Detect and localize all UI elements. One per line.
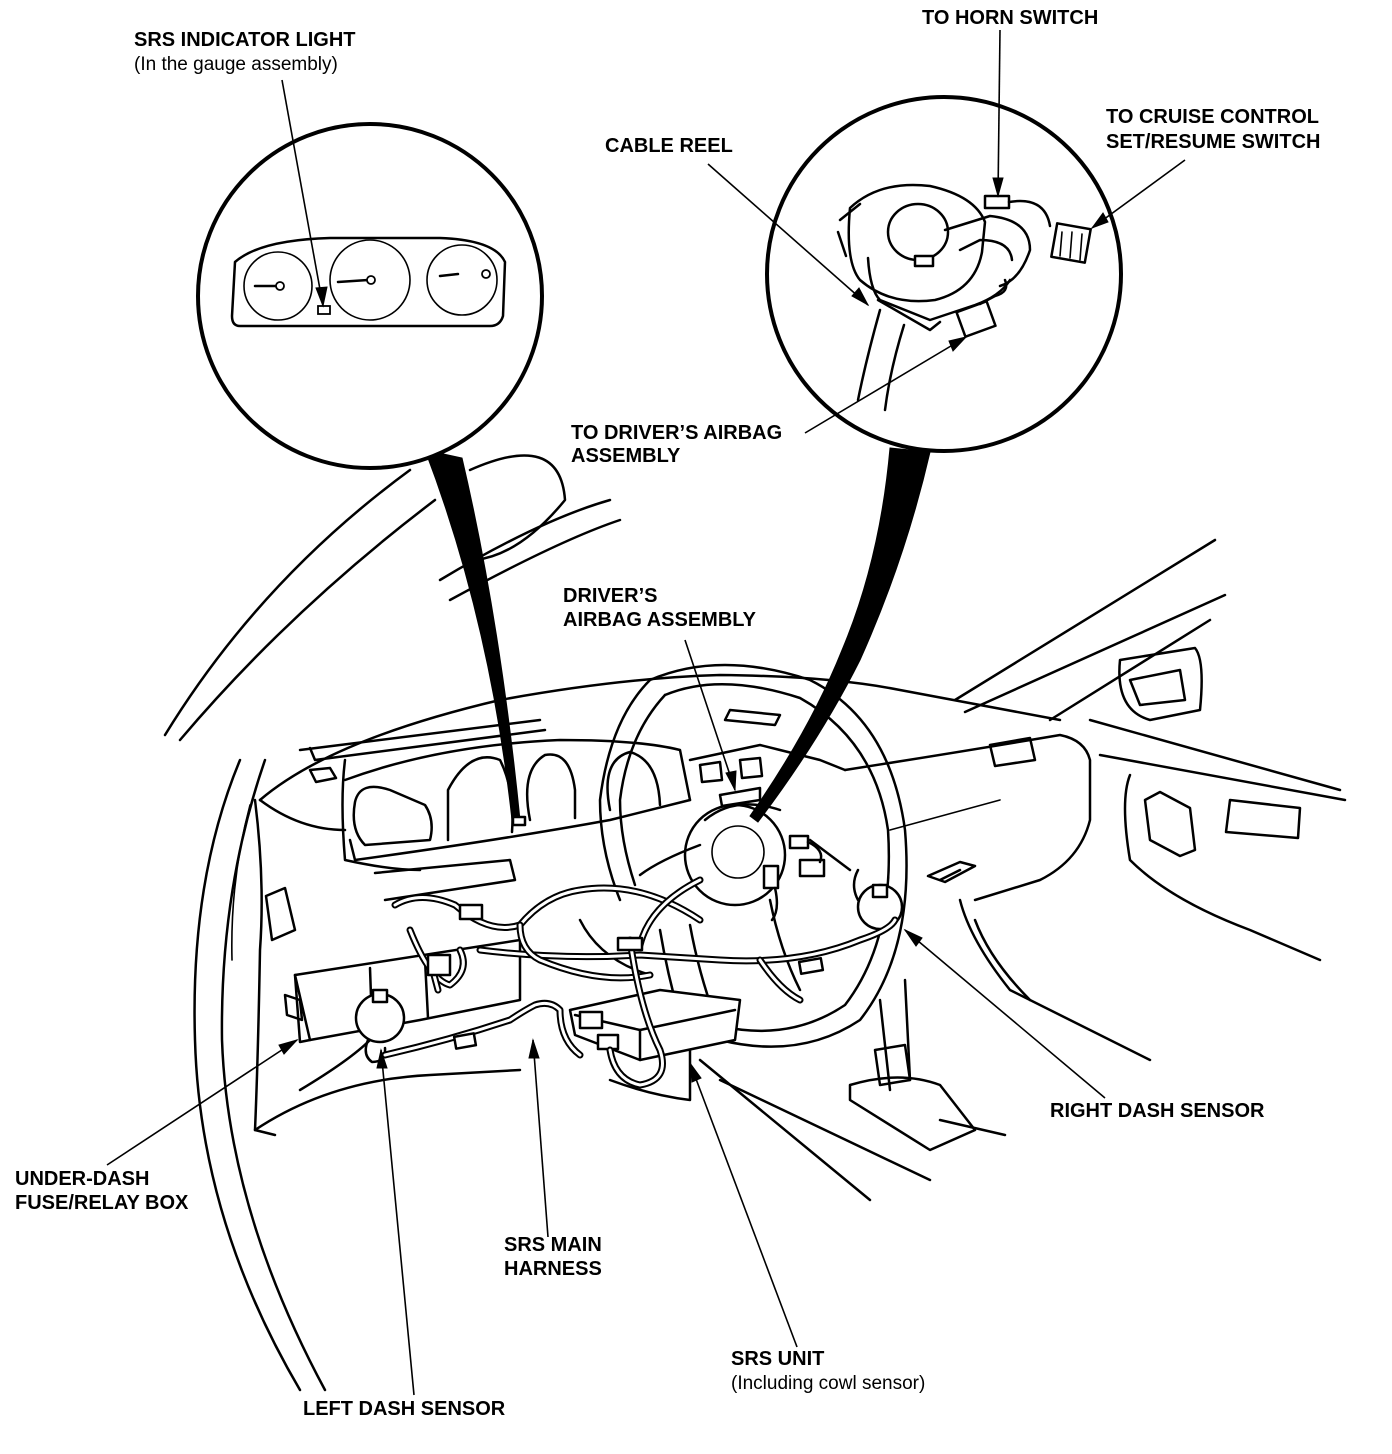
dashboard: [253, 646, 1347, 1202]
callout-wedges: [424, 447, 931, 823]
label-srs-unit-sub: (Including cowl sensor): [731, 1373, 926, 1394]
label-srs-indicator-light-sub: (In the gauge assembly): [134, 54, 338, 75]
left-dash-sensor: [354, 988, 406, 1064]
label-under-dash-line2: FUSE/RELAY BOX: [15, 1192, 189, 1214]
label-drivers-airbag-line1: DRIVER’S: [563, 585, 658, 607]
label-left-dash-sensor: LEFT DASH SENSOR: [303, 1398, 506, 1420]
leader-lines: [106, 29, 1186, 1396]
steering-wheel: [578, 663, 908, 1052]
right-dash-sensor: [852, 868, 904, 931]
label-to-drivers-airbag-line1: TO DRIVER’S AIRBAG: [571, 422, 783, 444]
srs-main-harness: [381, 876, 899, 1089]
label-to-cruise-control-line1: TO CRUISE CONTROL: [1106, 106, 1319, 128]
label-drivers-airbag-line2: AIRBAG ASSEMBLY: [563, 609, 756, 631]
label-cable-reel: CABLE REEL: [605, 135, 733, 157]
label-srs-unit: SRS UNIT: [731, 1348, 825, 1370]
label-srs-main-harness-line1: SRS MAIN: [504, 1234, 602, 1256]
gauge-detail-circle: [196, 122, 544, 470]
label-srs-main-harness-line2: HARNESS: [504, 1258, 602, 1280]
label-to-drivers-airbag-line2: ASSEMBLY: [571, 445, 681, 467]
label-right-dash-sensor: RIGHT DASH SENSOR: [1050, 1100, 1265, 1122]
label-to-cruise-control-line2: SET/RESUME SWITCH: [1106, 131, 1321, 153]
srs-unit: [568, 988, 742, 1062]
left-door-frame: [193, 758, 327, 1392]
label-srs-indicator-light: SRS INDICATOR LIGHT: [134, 29, 356, 51]
label-to-horn-switch: TO HORN SWITCH: [922, 7, 1099, 29]
label-under-dash-line1: UNDER-DASH: [15, 1168, 150, 1190]
cable-reel-detail-circle: [765, 95, 1123, 453]
windshield-frame: [163, 454, 1227, 742]
